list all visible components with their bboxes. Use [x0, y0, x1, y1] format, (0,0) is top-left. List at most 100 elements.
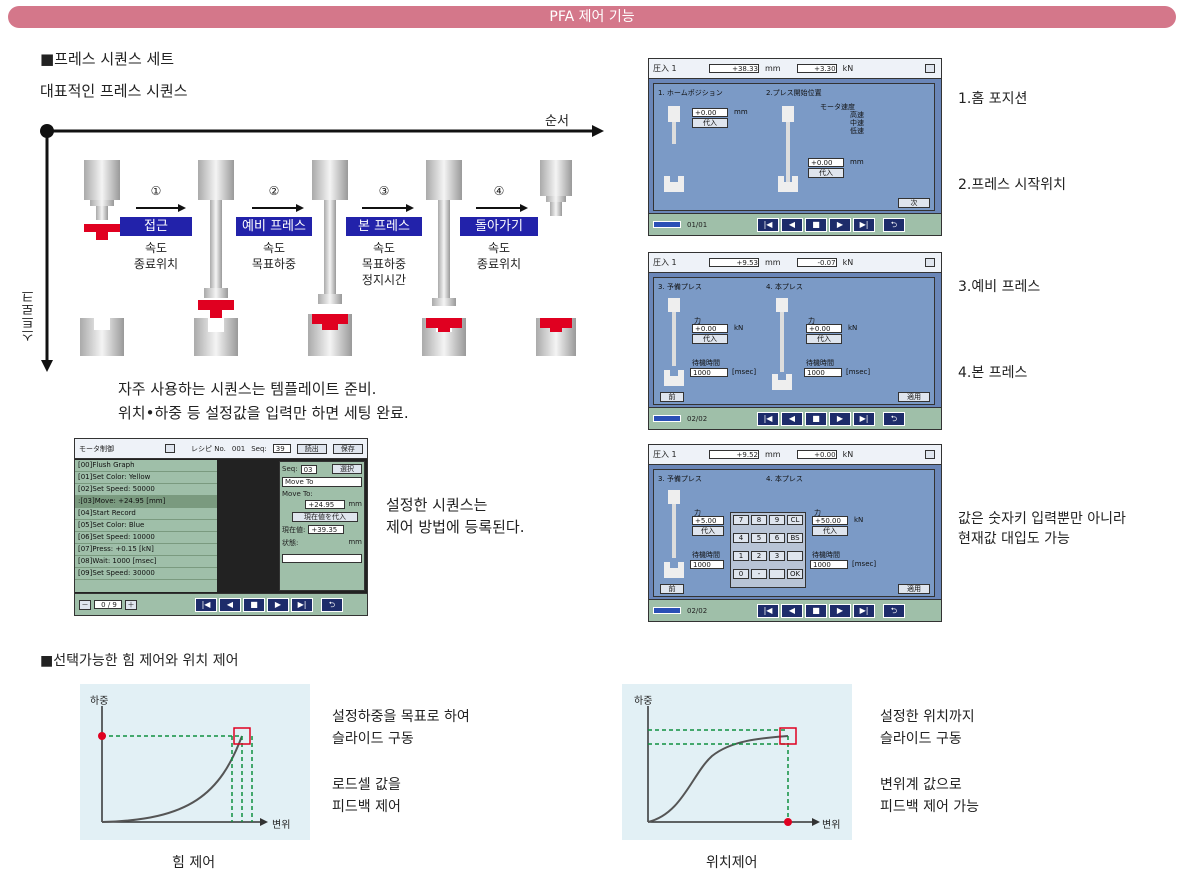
load-button[interactable]: 読出 [296, 443, 327, 454]
list-item[interactable]: [05]Set Color: Blue [75, 520, 217, 532]
first-icon[interactable]: |◀ [757, 217, 779, 232]
speed-option[interactable]: 低速 [850, 127, 864, 135]
wait-field[interactable]: 1000 [690, 560, 724, 569]
last-icon[interactable]: ▶| [291, 597, 313, 612]
prev-button[interactable]: 前 [660, 584, 684, 594]
key-4[interactable]: 4 [733, 533, 749, 543]
list-item[interactable]: [04]Start Record [75, 508, 217, 520]
command-field[interactable]: Move To [282, 477, 362, 487]
return-icon[interactable]: ⮌ [883, 217, 905, 232]
wait-field[interactable]: 1000 [810, 560, 848, 569]
save-button[interactable]: 保存 [332, 443, 363, 454]
substitute-button[interactable]: 代入 [806, 334, 842, 344]
back-icon[interactable]: ◀ [781, 411, 803, 426]
settings-icon[interactable] [165, 444, 175, 453]
page-indicator: 02/02 [687, 414, 708, 423]
start-position-field[interactable]: +0.00 [808, 158, 844, 167]
select-button[interactable]: 選択 [332, 464, 362, 474]
list-item[interactable]: [01]Set Color: Yellow [75, 472, 217, 484]
main-press-force-field[interactable]: +50.00 [812, 516, 848, 525]
key-backspace[interactable]: BS [787, 533, 803, 543]
key-1[interactable]: 1 [733, 551, 749, 561]
substitute-current-button[interactable]: 現在値を代入 [292, 512, 358, 522]
press-mini-icon [776, 298, 788, 372]
speed-option[interactable]: 中速 [850, 119, 864, 127]
list-item[interactable]: [08]Wait: 1000 [msec] [75, 556, 217, 568]
back-icon[interactable]: ◀ [781, 603, 803, 618]
wait-label: 待機時間 [812, 551, 840, 559]
key-minus[interactable]: - [751, 569, 767, 579]
settings-icon[interactable] [925, 64, 935, 73]
next-button[interactable]: 次 [898, 198, 930, 208]
wait-field[interactable]: 1000 [690, 368, 728, 377]
return-icon[interactable]: ⮌ [321, 597, 343, 612]
return-icon[interactable]: ⮌ [883, 603, 905, 618]
play-icon[interactable]: ▶ [829, 217, 851, 232]
key-0[interactable]: 0 [733, 569, 749, 579]
current-label: 現在値: [282, 526, 306, 534]
apply-button[interactable]: 適用 [898, 584, 930, 594]
key-ok[interactable]: OK [787, 569, 803, 579]
list-item[interactable]: :[03]Move: +24.95 [mm] [75, 496, 217, 508]
list-item[interactable]: [02]Set Speed: 50000 [75, 484, 217, 496]
prev-button[interactable]: 前 [660, 392, 684, 402]
pre-press-force-field[interactable]: +5.00 [692, 516, 724, 525]
last-icon[interactable]: ▶| [853, 603, 875, 618]
stop-icon[interactable]: ■ [805, 411, 827, 426]
prev-page-button[interactable]: － [79, 599, 91, 610]
home-position-field[interactable]: +0.00 [692, 108, 728, 117]
key-3[interactable]: 3 [769, 551, 785, 561]
first-icon[interactable]: |◀ [757, 603, 779, 618]
back-icon[interactable]: ◀ [219, 597, 241, 612]
substitute-button[interactable]: 代入 [808, 168, 844, 178]
screen-header: 圧入 1 +9.52 mm +0.00 kN [649, 445, 941, 465]
list-item[interactable]: [09]Set Speed: 30000 [75, 568, 217, 580]
substitute-button[interactable]: 代入 [692, 118, 728, 128]
key-2[interactable]: 2 [751, 551, 767, 561]
key-5[interactable]: 5 [751, 533, 767, 543]
play-icon[interactable]: ▶ [267, 597, 289, 612]
list-item[interactable]: [00]Flush Graph [75, 460, 217, 472]
key-7[interactable]: 7 [733, 515, 749, 525]
main-press-force-field[interactable]: +0.00 [806, 324, 842, 333]
x-axis-label: 변위 [822, 820, 841, 831]
move-to-field[interactable]: +24.95 [305, 500, 346, 509]
key-8[interactable]: 8 [751, 515, 767, 525]
apply-button[interactable]: 適用 [898, 392, 930, 402]
settings-icon[interactable] [925, 450, 935, 459]
stop-icon[interactable]: ■ [805, 217, 827, 232]
die-icon [664, 562, 684, 578]
next-page-button[interactable]: ＋ [125, 599, 137, 610]
play-icon[interactable]: ▶ [829, 603, 851, 618]
position-value: +9.52 [709, 450, 759, 459]
force-label: 力 [694, 509, 701, 517]
list-item[interactable]: [07]Press: +0.15 [kN] [75, 544, 217, 556]
return-icon[interactable]: ⮌ [883, 411, 905, 426]
stop-icon[interactable]: ■ [243, 597, 265, 612]
key-clear[interactable]: CL [787, 515, 803, 525]
key-6[interactable]: 6 [769, 533, 785, 543]
seq-field[interactable]: 39 [272, 444, 291, 453]
position-control-graph: 하중 변위 [622, 684, 852, 840]
numeric-keypad: 7 8 9 CL 4 5 6 BS 1 2 3 0 - OK [730, 512, 806, 588]
die-icon [664, 176, 684, 192]
speed-option[interactable]: 高速 [850, 111, 864, 119]
first-icon[interactable]: |◀ [195, 597, 217, 612]
first-icon[interactable]: |◀ [757, 411, 779, 426]
key-blank [787, 551, 803, 561]
stop-icon[interactable]: ■ [805, 603, 827, 618]
key-9[interactable]: 9 [769, 515, 785, 525]
settings-icon[interactable] [925, 258, 935, 267]
wait-field[interactable]: 1000 [804, 368, 842, 377]
substitute-button[interactable]: 代入 [812, 526, 848, 536]
play-icon[interactable]: ▶ [829, 411, 851, 426]
back-icon[interactable]: ◀ [781, 217, 803, 232]
pre-press-force-field[interactable]: +0.00 [692, 324, 728, 333]
substitute-button[interactable]: 代入 [692, 334, 728, 344]
last-icon[interactable]: ▶| [853, 411, 875, 426]
last-icon[interactable]: ▶| [853, 217, 875, 232]
detail-seq-field[interactable]: 03 [300, 464, 317, 474]
list-item[interactable]: [06]Set Speed: 10000 [75, 532, 217, 544]
substitute-button[interactable]: 代入 [692, 526, 724, 536]
wait-label: 待機時間 [692, 551, 720, 559]
